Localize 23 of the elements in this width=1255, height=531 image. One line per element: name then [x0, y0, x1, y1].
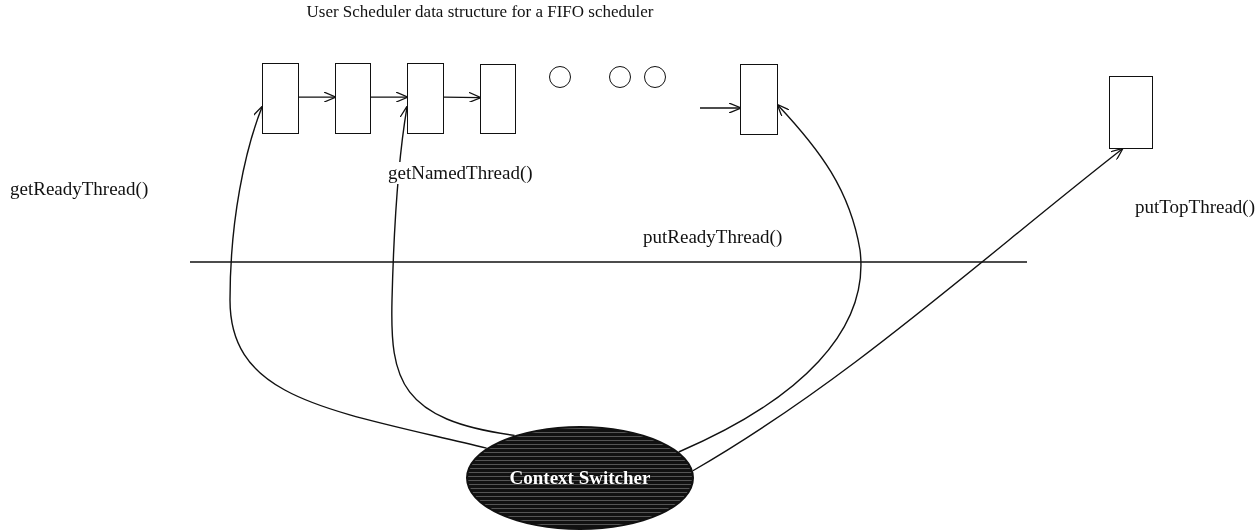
- diagram-title: User Scheduler data structure for a FIFO scheduler: [305, 2, 655, 22]
- edge-label: getReadyThread(): [10, 178, 149, 200]
- edge-label: putReadyThread(): [643, 226, 783, 248]
- thread-box: [1109, 76, 1153, 149]
- ellipsis-circle: [644, 66, 666, 88]
- edge-label: putTopThread(): [1135, 196, 1255, 218]
- thread-box: [335, 63, 371, 134]
- edge-label: getNamedThread(): [388, 162, 533, 184]
- arrow: [443, 91, 482, 104]
- thread-box: [480, 64, 516, 134]
- node-label: Context Switcher: [509, 467, 651, 489]
- arrow: [370, 91, 409, 103]
- thread-box: [407, 63, 444, 134]
- arrow: [229, 105, 488, 449]
- thread-box: [740, 64, 778, 135]
- arrow: [678, 103, 862, 453]
- arrow: [699, 102, 742, 114]
- arrow: [298, 91, 337, 103]
- ellipsis-circle: [609, 66, 631, 88]
- arrow: [391, 105, 516, 437]
- arrow: [692, 147, 1124, 472]
- ellipsis-circle: [549, 66, 571, 88]
- thread-box: [262, 63, 299, 134]
